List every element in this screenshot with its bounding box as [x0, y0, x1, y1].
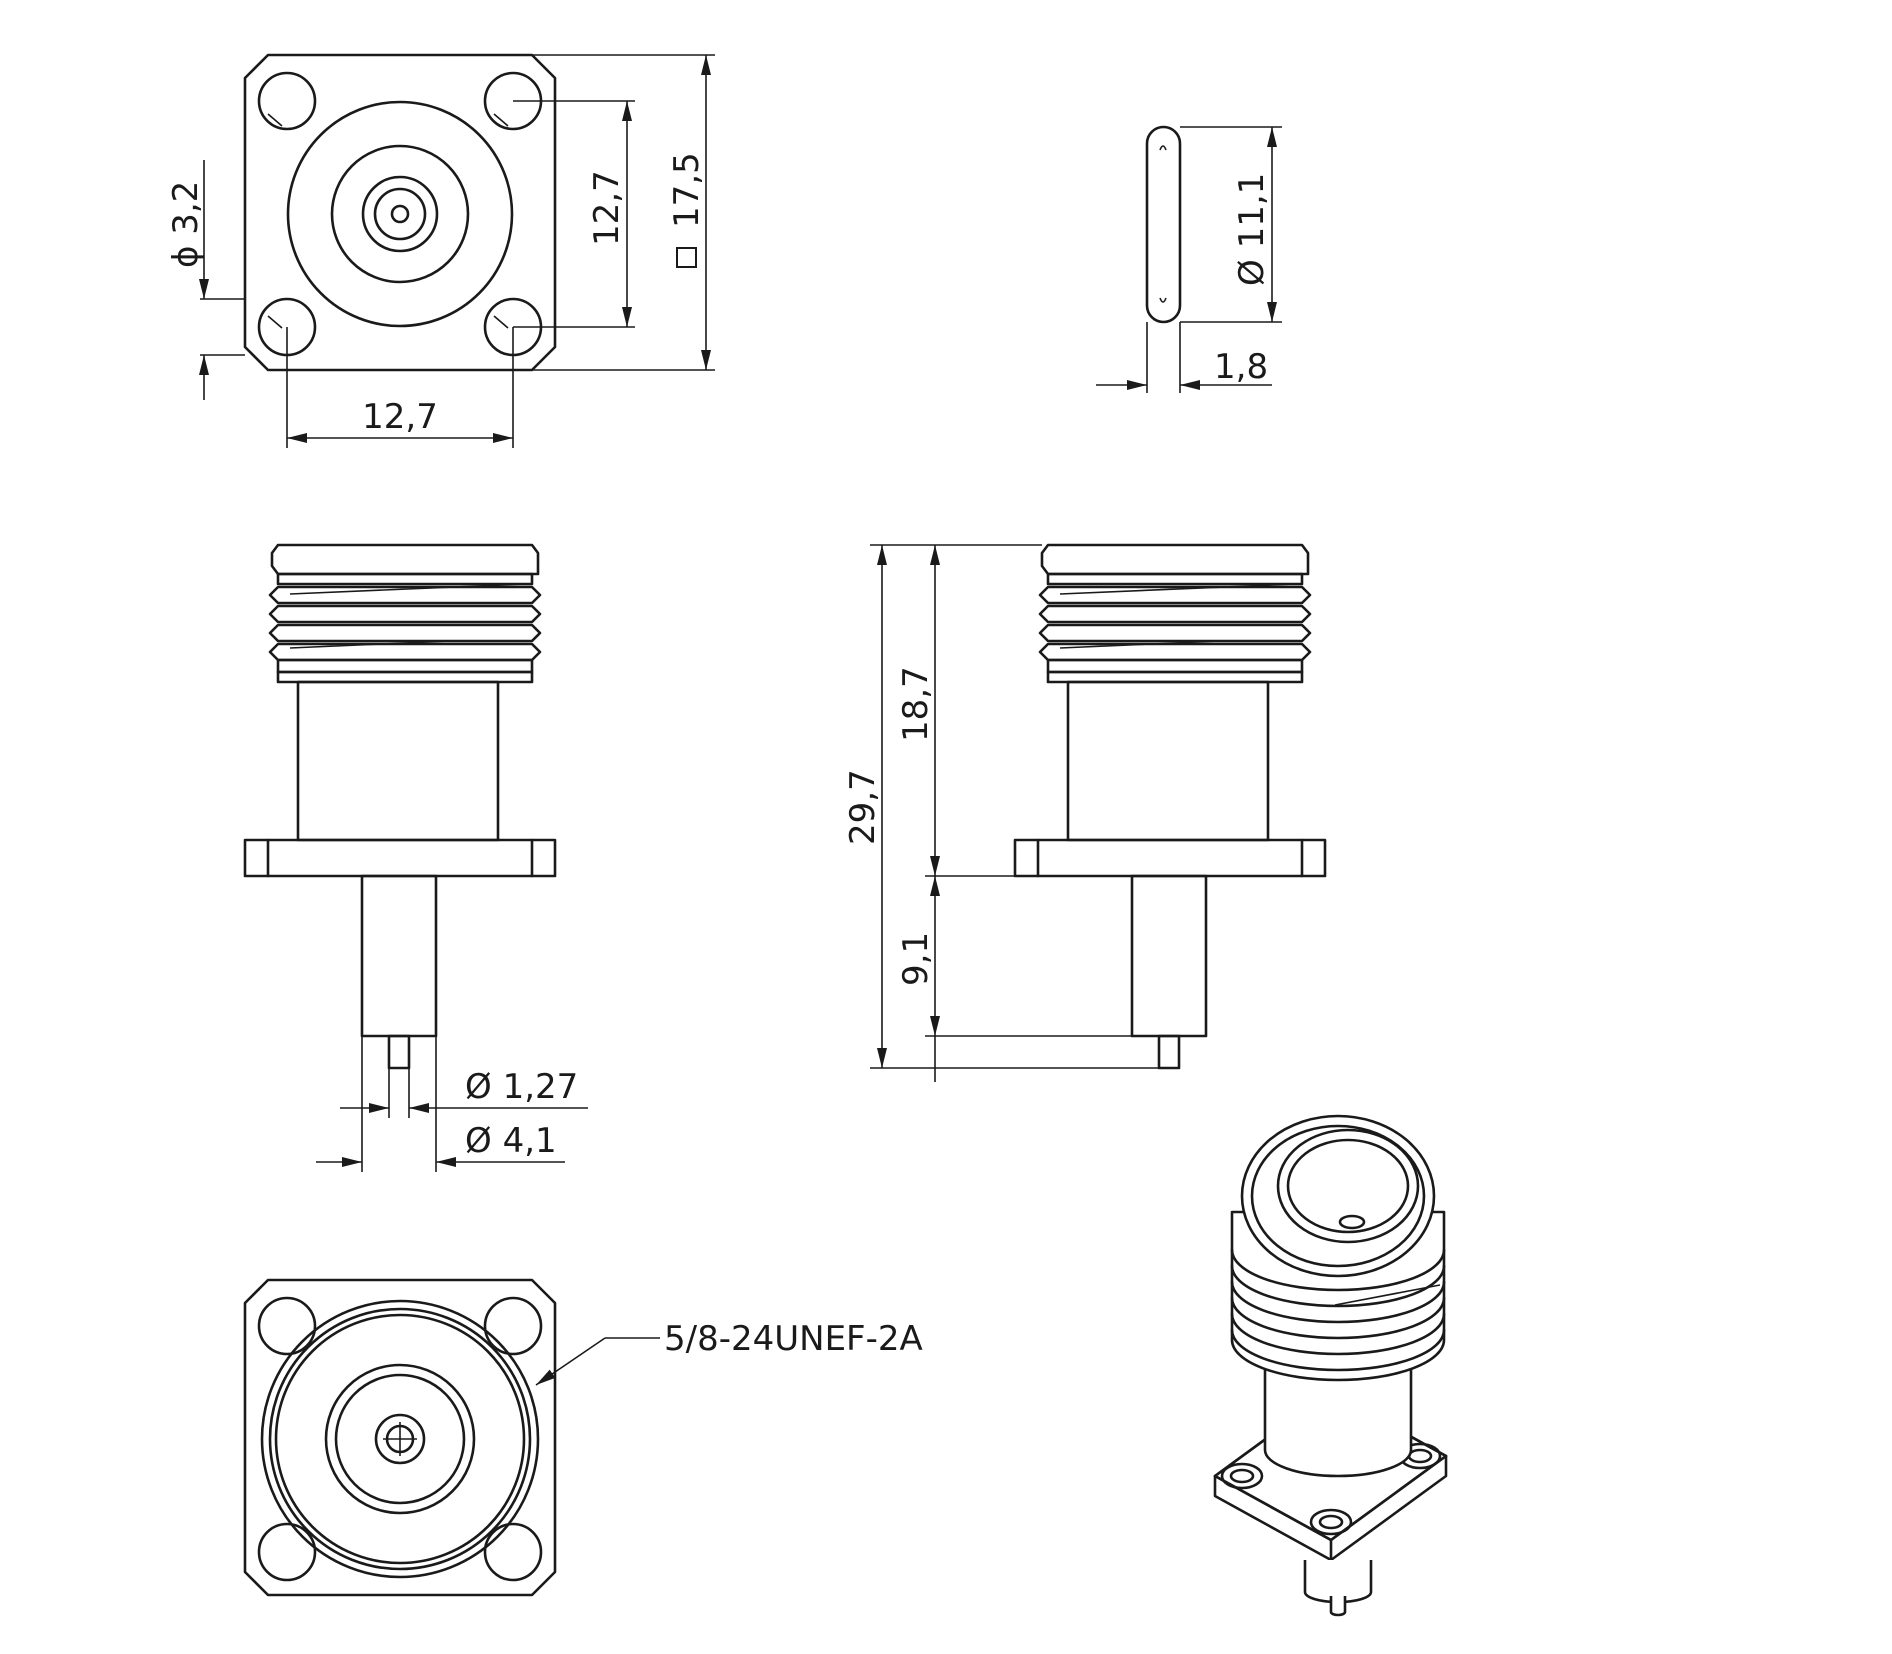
thread-callout-label: 5/8-24UNEF-2A — [664, 1319, 923, 1359]
dim-total-length: 29,7 — [843, 544, 1159, 1069]
dim-hole-spacing-horizontal: 12,7 — [286, 327, 514, 448]
dim-upper-length-label: 18,7 — [896, 666, 936, 742]
dim-total-length-label: 29,7 — [843, 769, 883, 845]
bottom-flange-view — [243, 1278, 557, 1597]
dim-hole-diameter-label: ϕ 3,2 — [166, 181, 206, 268]
dim-hole-diameter: ϕ 3,2 — [166, 160, 245, 400]
dim-hole-spacing-horizontal-label: 12,7 — [362, 397, 438, 437]
side-view-left — [243, 543, 557, 1070]
dim-upper-length: 18,7 — [896, 545, 1015, 877]
side-view-center — [1013, 543, 1327, 1070]
dim-oring-thickness-label: 1,8 — [1214, 347, 1268, 387]
dim-oring-thickness: 1,8 — [1096, 322, 1272, 393]
dim-tail-diameter: Ø 4,1 — [316, 1036, 565, 1172]
dim-hole-spacing-vertical-label: 12,7 — [587, 170, 627, 246]
dim-lower-length: 9,1 — [896, 876, 1132, 1082]
dim-flange-square-label: 17,5 — [667, 152, 707, 228]
dim-lower-length-label: 9,1 — [896, 932, 936, 986]
front-flange-view — [243, 53, 557, 372]
dim-pin-diameter-label: Ø 1,27 — [465, 1067, 578, 1107]
thread-ridges-left — [268, 583, 542, 662]
thread-callout: 5/8-24UNEF-2A — [535, 1319, 923, 1386]
dim-oring-diameter: Ø 11,1 — [1180, 126, 1282, 323]
dim-flange-square: 17,5 — [532, 54, 715, 371]
oring-section-view — [1145, 125, 1182, 324]
square-symbol-icon — [676, 247, 697, 268]
isometric-view — [1213, 1114, 1448, 1617]
thread-ridges-center — [1038, 583, 1312, 662]
dim-tail-diameter-label: Ø 4,1 — [465, 1121, 557, 1161]
dim-pin-diameter: Ø 1,27 — [340, 1036, 588, 1118]
dim-oring-diameter-label: Ø 11,1 — [1232, 173, 1272, 286]
dim-hole-spacing-vertical: 12,7 — [513, 100, 635, 328]
